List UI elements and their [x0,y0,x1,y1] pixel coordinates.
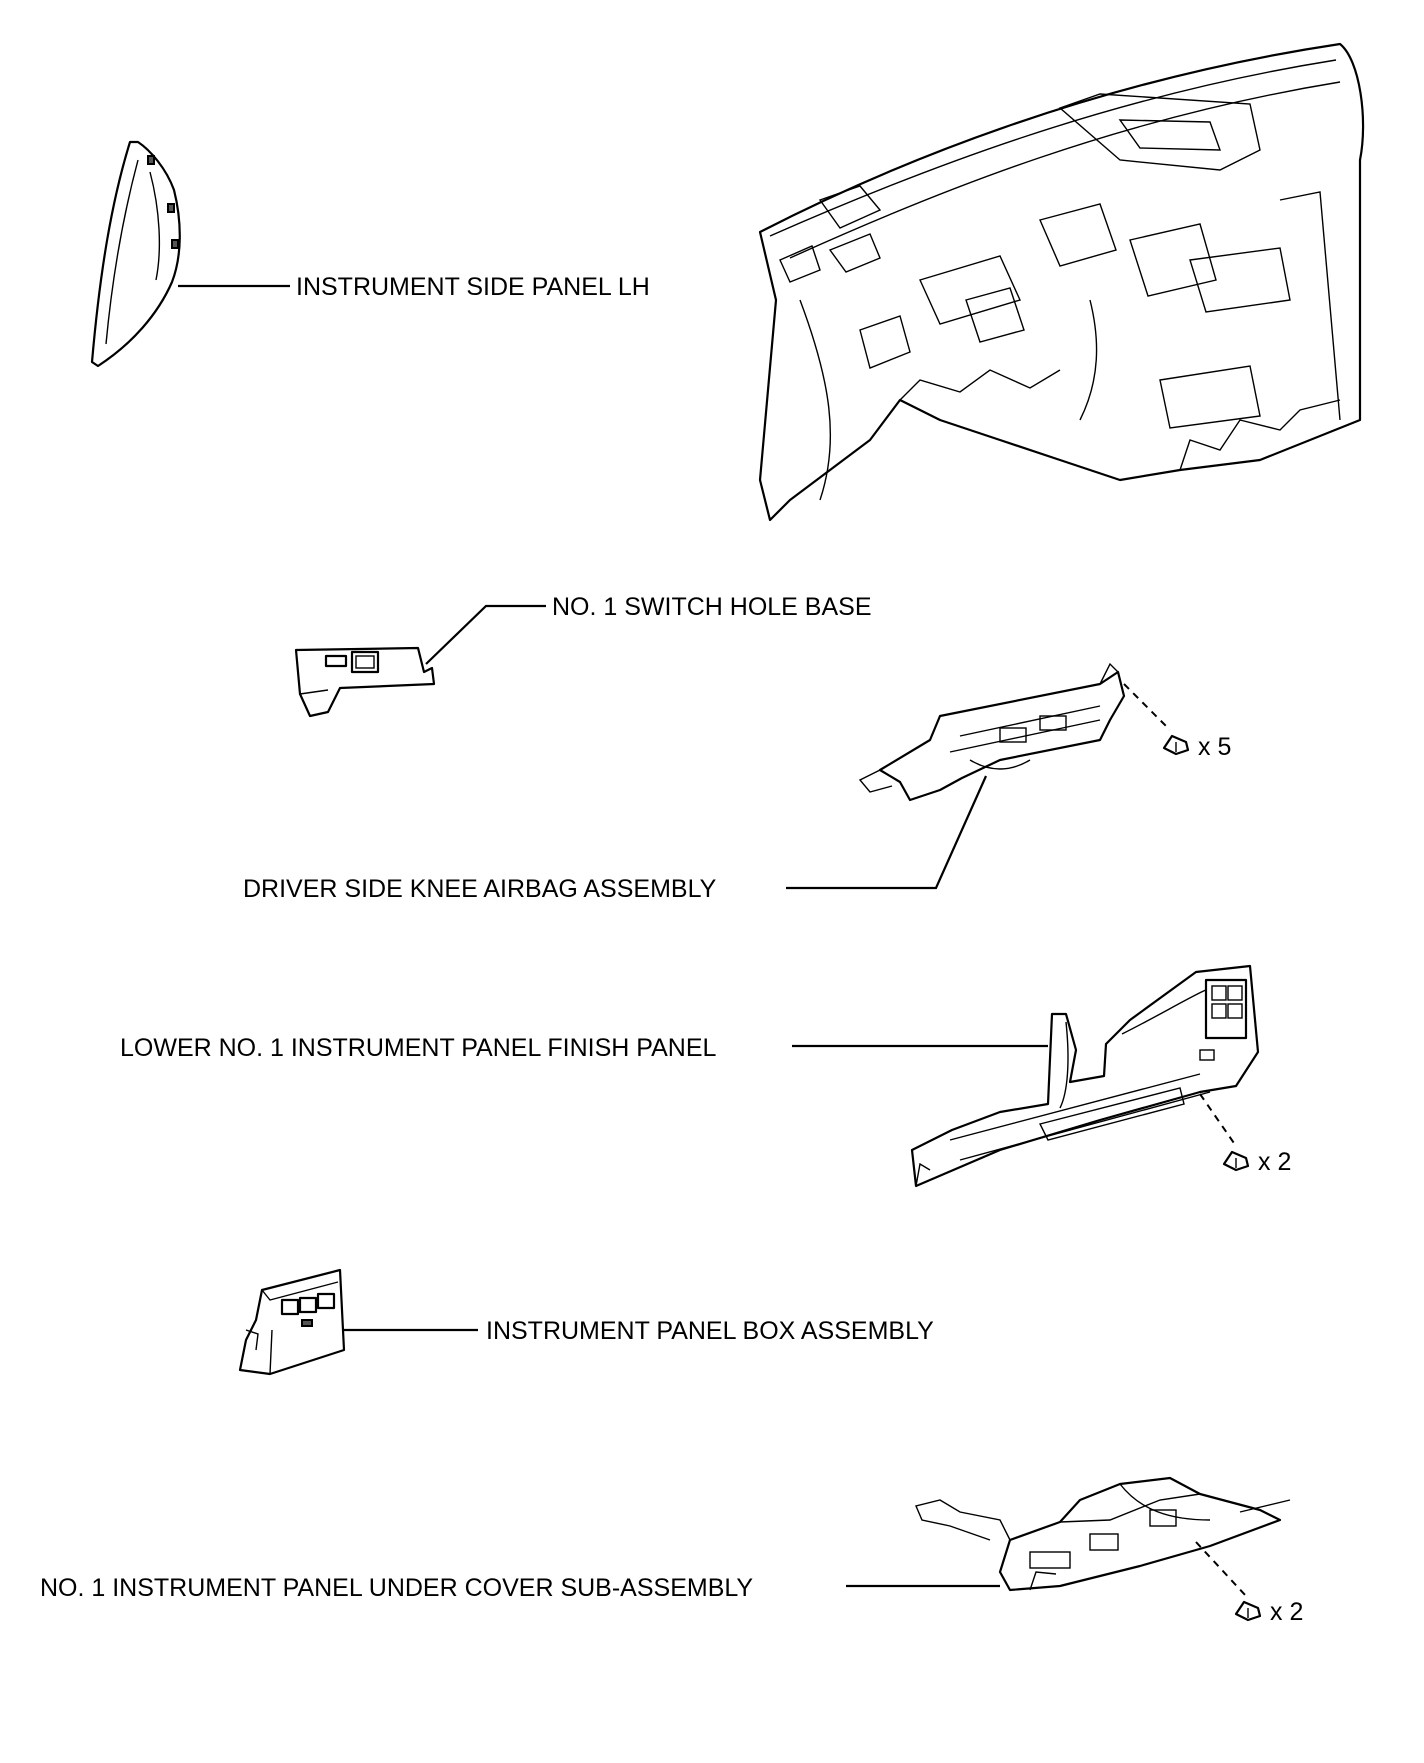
instrument-panel-illustration [758,42,1365,522]
finish-panel-bolt-line [1199,1093,1237,1147]
knee-airbag-leader [786,775,988,890]
under-cover-label: NO. 1 INSTRUMENT PANEL UNDER COVER SUB-A… [40,1574,753,1602]
side-panel-label: INSTRUMENT SIDE PANEL LH [296,273,650,301]
knee-airbag-qty: x 5 [1198,733,1231,761]
lower-finish-panel-illustration [910,964,1260,1188]
finish-panel-bolt-icon [1222,1150,1250,1172]
finish-panel-label: LOWER NO. 1 INSTRUMENT PANEL FINISH PANE… [120,1034,716,1062]
knee-airbag-bolt-line [1123,683,1171,731]
switch-hole-base-leader [425,604,546,665]
finish-panel-qty: x 2 [1258,1148,1291,1176]
switch-hole-base-illustration [294,646,436,718]
panel-box-label: INSTRUMENT PANEL BOX ASSEMBLY [486,1317,934,1345]
under-cover-qty: x 2 [1270,1598,1303,1626]
knee-airbag-label: DRIVER SIDE KNEE AIRBAG ASSEMBLY [243,875,717,903]
side-panel-lh-illustration [90,140,181,368]
panel-box-illustration [238,1268,346,1376]
knee-airbag-bolt-icon [1162,734,1190,756]
knee-airbag-illustration [858,662,1126,802]
under-cover-illustration [915,1476,1291,1592]
switch-hole-base-label: NO. 1 SWITCH HOLE BASE [552,593,872,621]
under-cover-bolt-icon [1234,1600,1262,1622]
under-cover-bolt-line [1195,1541,1247,1597]
